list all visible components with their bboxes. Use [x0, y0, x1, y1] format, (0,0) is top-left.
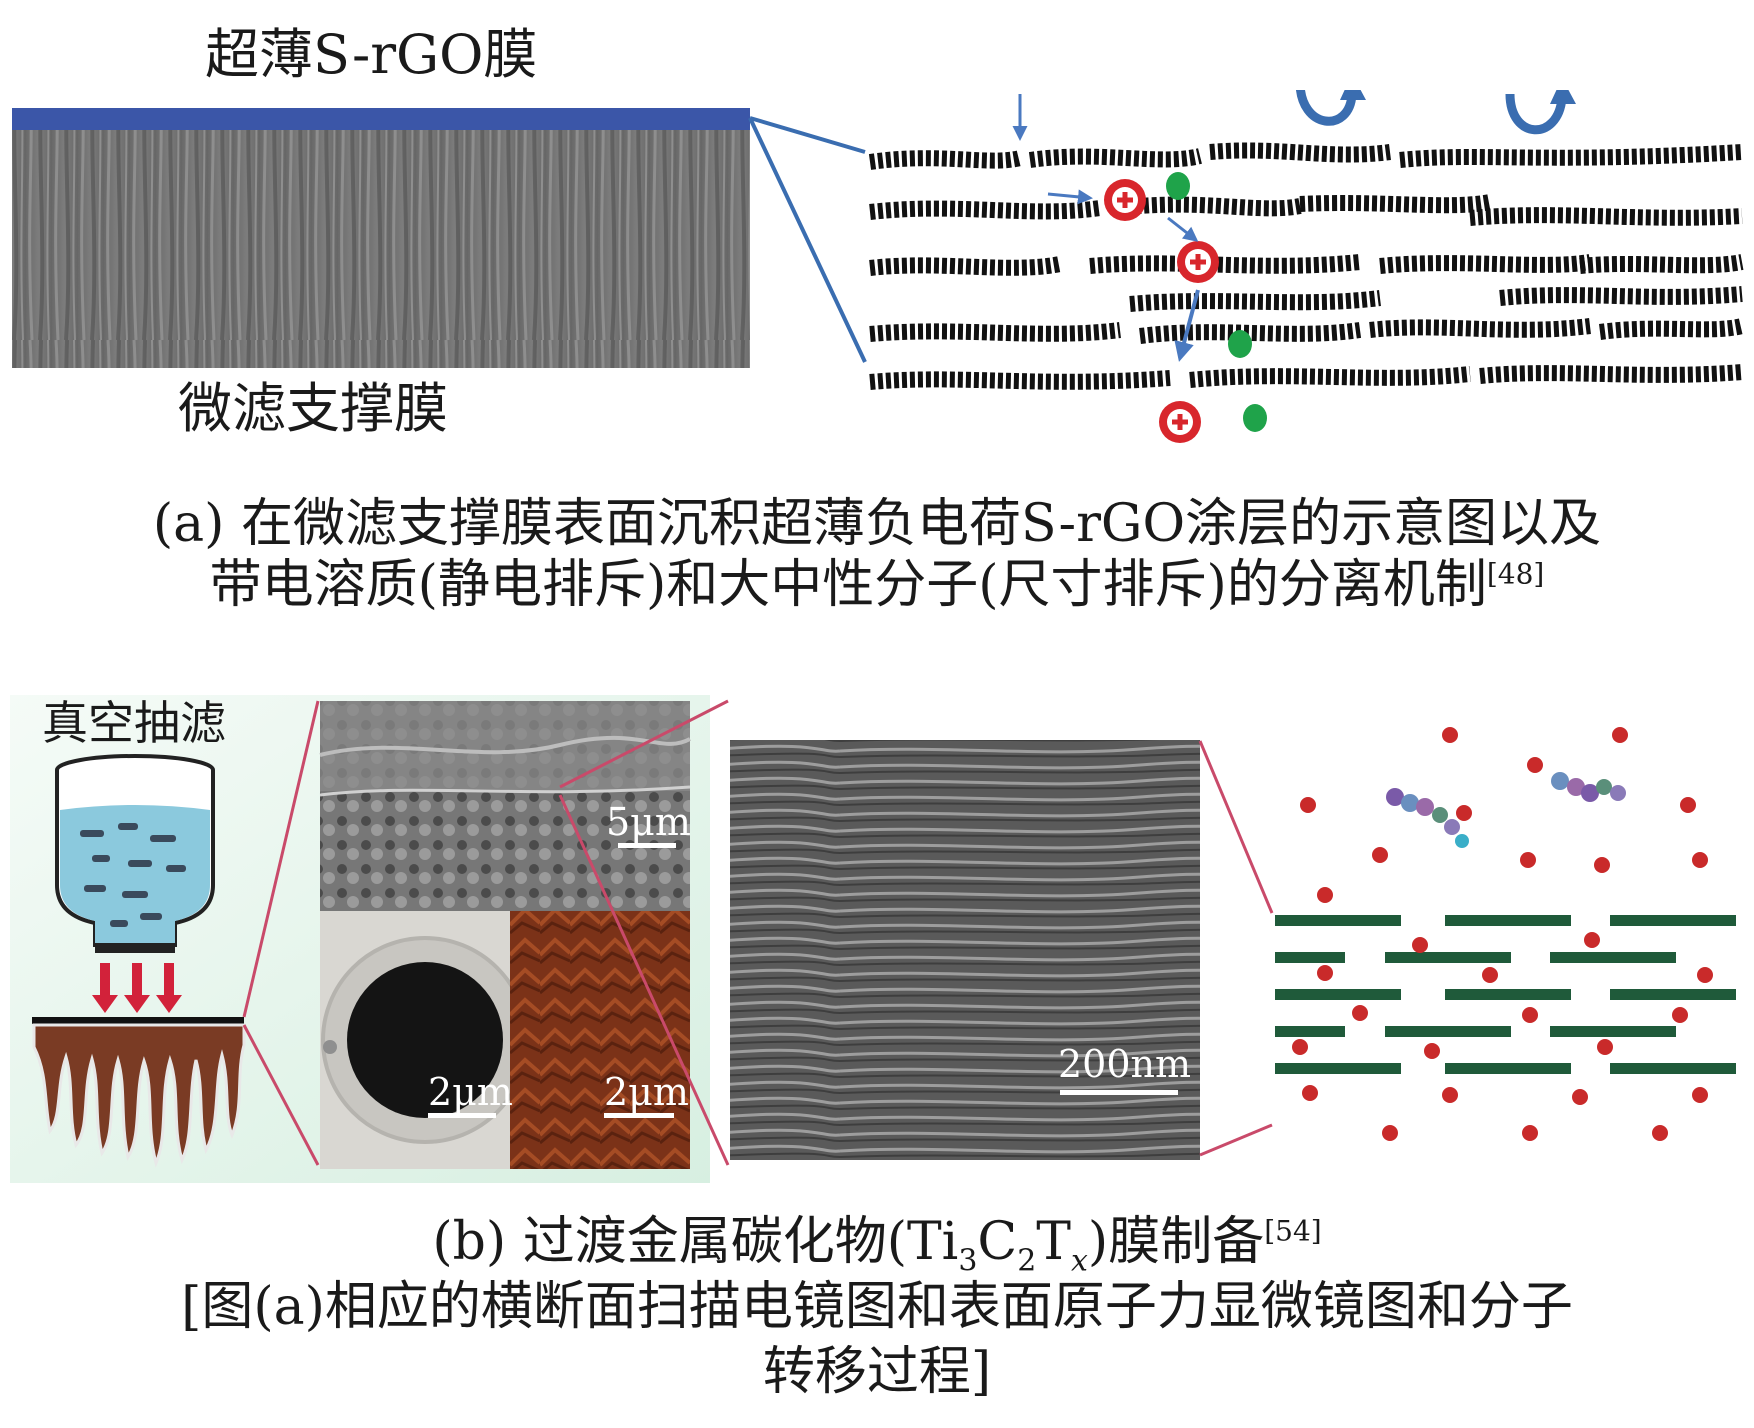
mxene-transport-schematic	[1275, 727, 1736, 1141]
caption-a-line2-text: 带电溶质(静电排斥)和大中性分子(尺寸排斥)的分离机制	[210, 555, 1487, 615]
panel-b-schematic	[0, 695, 1754, 1185]
scale-label-200nm: 200nm	[1058, 1042, 1191, 1086]
filtration-arrows	[92, 963, 182, 1013]
pointer-line-5	[1200, 741, 1272, 913]
caption-a-ref: [48]	[1487, 558, 1544, 591]
caption-b-prefix: (b) 过渡金属碳化物(Ti	[432, 1212, 958, 1272]
zoom-line-top	[750, 118, 865, 152]
pointer-line-6	[1200, 1125, 1272, 1155]
caption-a-line2: 带电溶质(静电排斥)和大中性分子(尺寸排斥)的分离机制[48]	[0, 555, 1754, 616]
caption-b-mid2: T	[1036, 1212, 1071, 1272]
cation-icon-4	[1159, 401, 1201, 443]
caption-a-line1: (a) 在微滤支撑膜表面沉积超薄负电荷S-rGO涂层的示意图以及	[0, 494, 1754, 555]
transport-arrows	[1020, 94, 1198, 358]
caption-b-mid1: C	[977, 1212, 1017, 1272]
caption-b-sub2: 2	[1017, 1243, 1036, 1278]
membrane-photo	[320, 911, 527, 1169]
cation-icon-3	[1177, 241, 1219, 283]
water-molecules	[1292, 727, 1713, 1141]
caption-b-sub1: 3	[958, 1243, 977, 1278]
scale-bar-200nm	[1060, 1090, 1178, 1095]
srgo-coating-layer	[12, 108, 750, 130]
scale-label-2um-b: 2μm	[604, 1070, 689, 1114]
dye-molecules	[1386, 772, 1626, 848]
scale-label-5um: 5μm	[606, 800, 691, 844]
scale-label-2um-a: 2μm	[428, 1070, 513, 1114]
caption-b-line3: 转移过程]	[0, 1342, 1754, 1403]
label-vacuum-filtration: 真空抽滤	[42, 700, 226, 746]
label-srgo-membrane: 超薄S-rGO膜	[205, 28, 537, 82]
sem-layered-structure	[730, 740, 1200, 1160]
caption-b-ref: [54]	[1264, 1215, 1321, 1248]
caption-b-line2: [图(a)相应的横断面扫描电镜图和表面原子力显微镜图和分子	[0, 1277, 1754, 1338]
zoom-line-bottom	[750, 118, 865, 362]
caption-b-line1: (b) 过渡金属碳化物(Ti3C2Tx)膜制备[54]	[0, 1212, 1754, 1273]
microfiltration-support-image	[12, 110, 750, 368]
caption-b-sub3: x	[1071, 1243, 1088, 1278]
label-microfiltration-support: 微滤支撑膜	[178, 382, 448, 436]
srgo-layer-stack	[870, 150, 1742, 382]
cation-icon-2	[1104, 179, 1146, 221]
afm-surface-image	[510, 911, 690, 1169]
caption-b-suffix: )膜制备	[1088, 1212, 1264, 1272]
